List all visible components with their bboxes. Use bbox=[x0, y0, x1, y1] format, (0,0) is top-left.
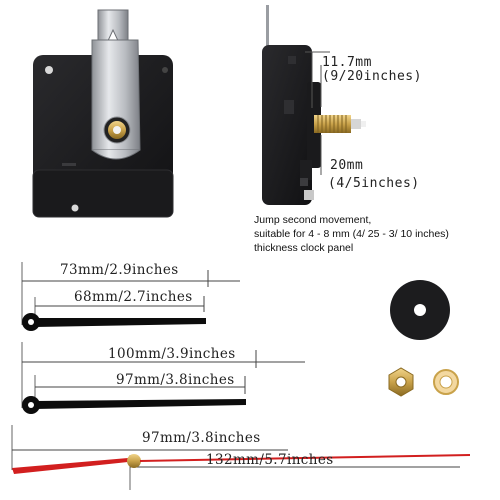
accessories bbox=[388, 280, 459, 397]
thread-length-label: 20mm bbox=[330, 158, 364, 173]
description-line-3: thickness clock panel bbox=[254, 242, 354, 254]
second-hand-set bbox=[11, 425, 471, 490]
second-hand-hub-icon bbox=[127, 454, 141, 468]
shaft-length-inches-label: (9/20inches) bbox=[322, 69, 422, 84]
hand-set-long bbox=[21, 342, 305, 414]
hand-label-97mm: 97mm/3.8inches bbox=[116, 372, 235, 388]
slot-icon bbox=[62, 163, 76, 166]
second-hand-label-132mm: 132mm/5.7inches bbox=[206, 452, 334, 468]
minute-hand bbox=[35, 399, 246, 409]
second-pin-icon bbox=[113, 126, 121, 134]
hand-label-100mm: 100mm/3.9inches bbox=[108, 346, 236, 362]
mount-hole-icon bbox=[162, 67, 168, 73]
shaft-length-label: 11.7mm bbox=[322, 55, 372, 70]
second-hand-tail bbox=[12, 458, 128, 474]
tail-label-97mm: 97mm/3.8inches bbox=[142, 430, 261, 446]
second-hand bbox=[139, 454, 471, 462]
hour-hand bbox=[35, 318, 206, 327]
hand-label-68mm: 68mm/2.7inches bbox=[74, 289, 193, 305]
threaded-shaft-icon bbox=[314, 115, 366, 133]
description-line-2: suitable for 4 - 8 mm (4/ 25 - 3/ 10 inc… bbox=[254, 228, 449, 240]
description-line-1: Jump second movement, bbox=[254, 214, 372, 226]
thread-length-inches-label: (4/5inches) bbox=[328, 176, 420, 191]
movement-front-view bbox=[32, 9, 174, 218]
mount-hole-icon bbox=[71, 204, 79, 212]
side-body bbox=[262, 45, 312, 205]
movement-side-view bbox=[262, 5, 366, 205]
product-description: Jump second movement, suitable for 4 - 8… bbox=[254, 213, 500, 255]
hand-set-short bbox=[21, 262, 240, 331]
side-hanger bbox=[266, 5, 269, 50]
battery-cover bbox=[32, 169, 174, 218]
mount-hole-icon bbox=[45, 66, 53, 74]
hand-label-73mm: 73mm/2.9inches bbox=[60, 262, 179, 278]
